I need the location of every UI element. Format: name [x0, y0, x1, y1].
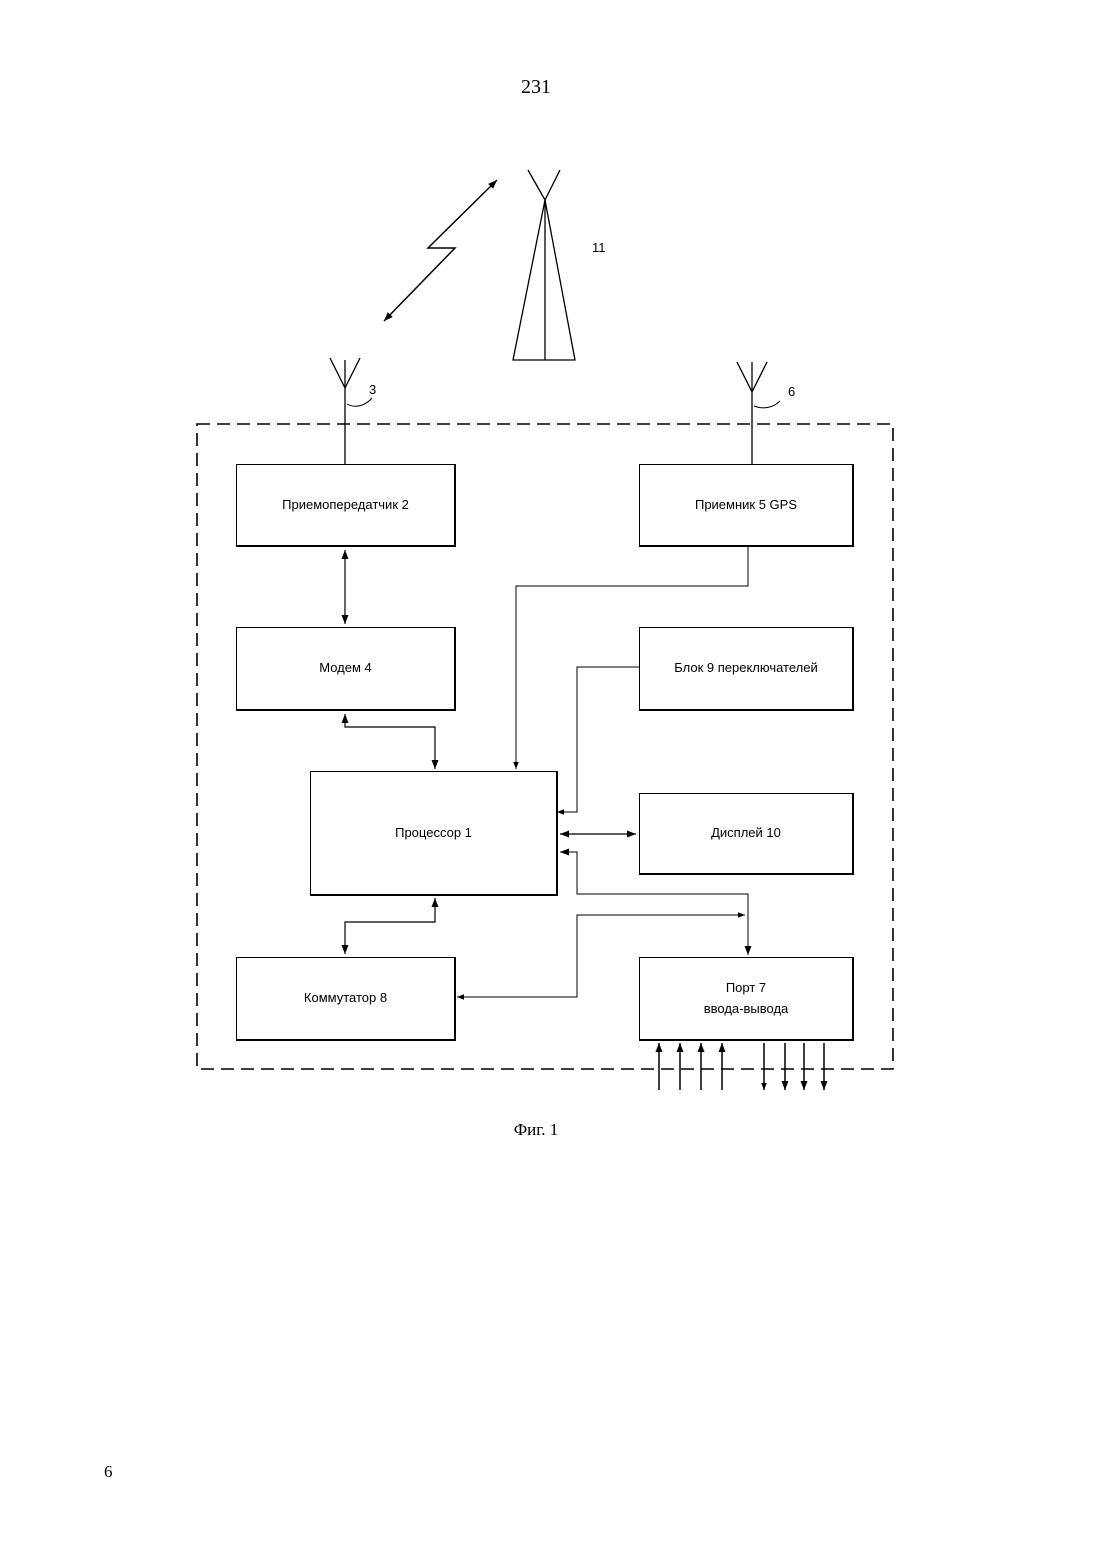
antenna-transceiver [330, 358, 372, 464]
block-gps-receiver-label: Приемник 5 GPS [695, 495, 797, 515]
antenna-gps [737, 362, 780, 464]
block-modem-label: Модем 4 [319, 658, 372, 678]
ref-tower: 11 [592, 240, 606, 255]
block-transceiver-label: Приемопередатчик 2 [282, 495, 409, 515]
block-display: Дисплей 10 [639, 793, 854, 875]
block-io-port: Порт 7 ввода-вывода [639, 957, 854, 1041]
block-io-port-label-line2: ввода-вывода [704, 999, 789, 1019]
block-processor: Процессор 1 [310, 771, 558, 896]
io-input-lines [659, 1043, 722, 1090]
link-switch-processor [557, 667, 639, 812]
ref-antenna-transceiver: 3 [369, 382, 376, 397]
radio-link-arrow [384, 180, 497, 321]
block-commutator-label: Коммутатор 8 [304, 988, 387, 1008]
ref-antenna-gps: 6 [788, 384, 795, 399]
figure-caption: Фиг. 1 [0, 1120, 1072, 1140]
block-processor-label: Процессор 1 [395, 823, 472, 843]
io-output-lines [764, 1043, 824, 1090]
block-commutator: Коммутатор 8 [236, 957, 456, 1041]
block-switch-label: Блок 9 переключателей [674, 658, 818, 678]
base-station-tower [513, 170, 575, 360]
link-processor-commutator [345, 898, 435, 954]
block-gps-receiver: Приемник 5 GPS [639, 464, 854, 547]
block-display-label: Дисплей 10 [711, 823, 781, 843]
block-switch: Блок 9 переключателей [639, 627, 854, 711]
block-io-port-label-line1: Порт 7 [704, 978, 789, 998]
link-modem-processor [345, 714, 435, 769]
block-modem: Модем 4 [236, 627, 456, 711]
block-transceiver: Приемопередатчик 2 [236, 464, 456, 547]
page-number-bottom: 6 [104, 1462, 113, 1482]
